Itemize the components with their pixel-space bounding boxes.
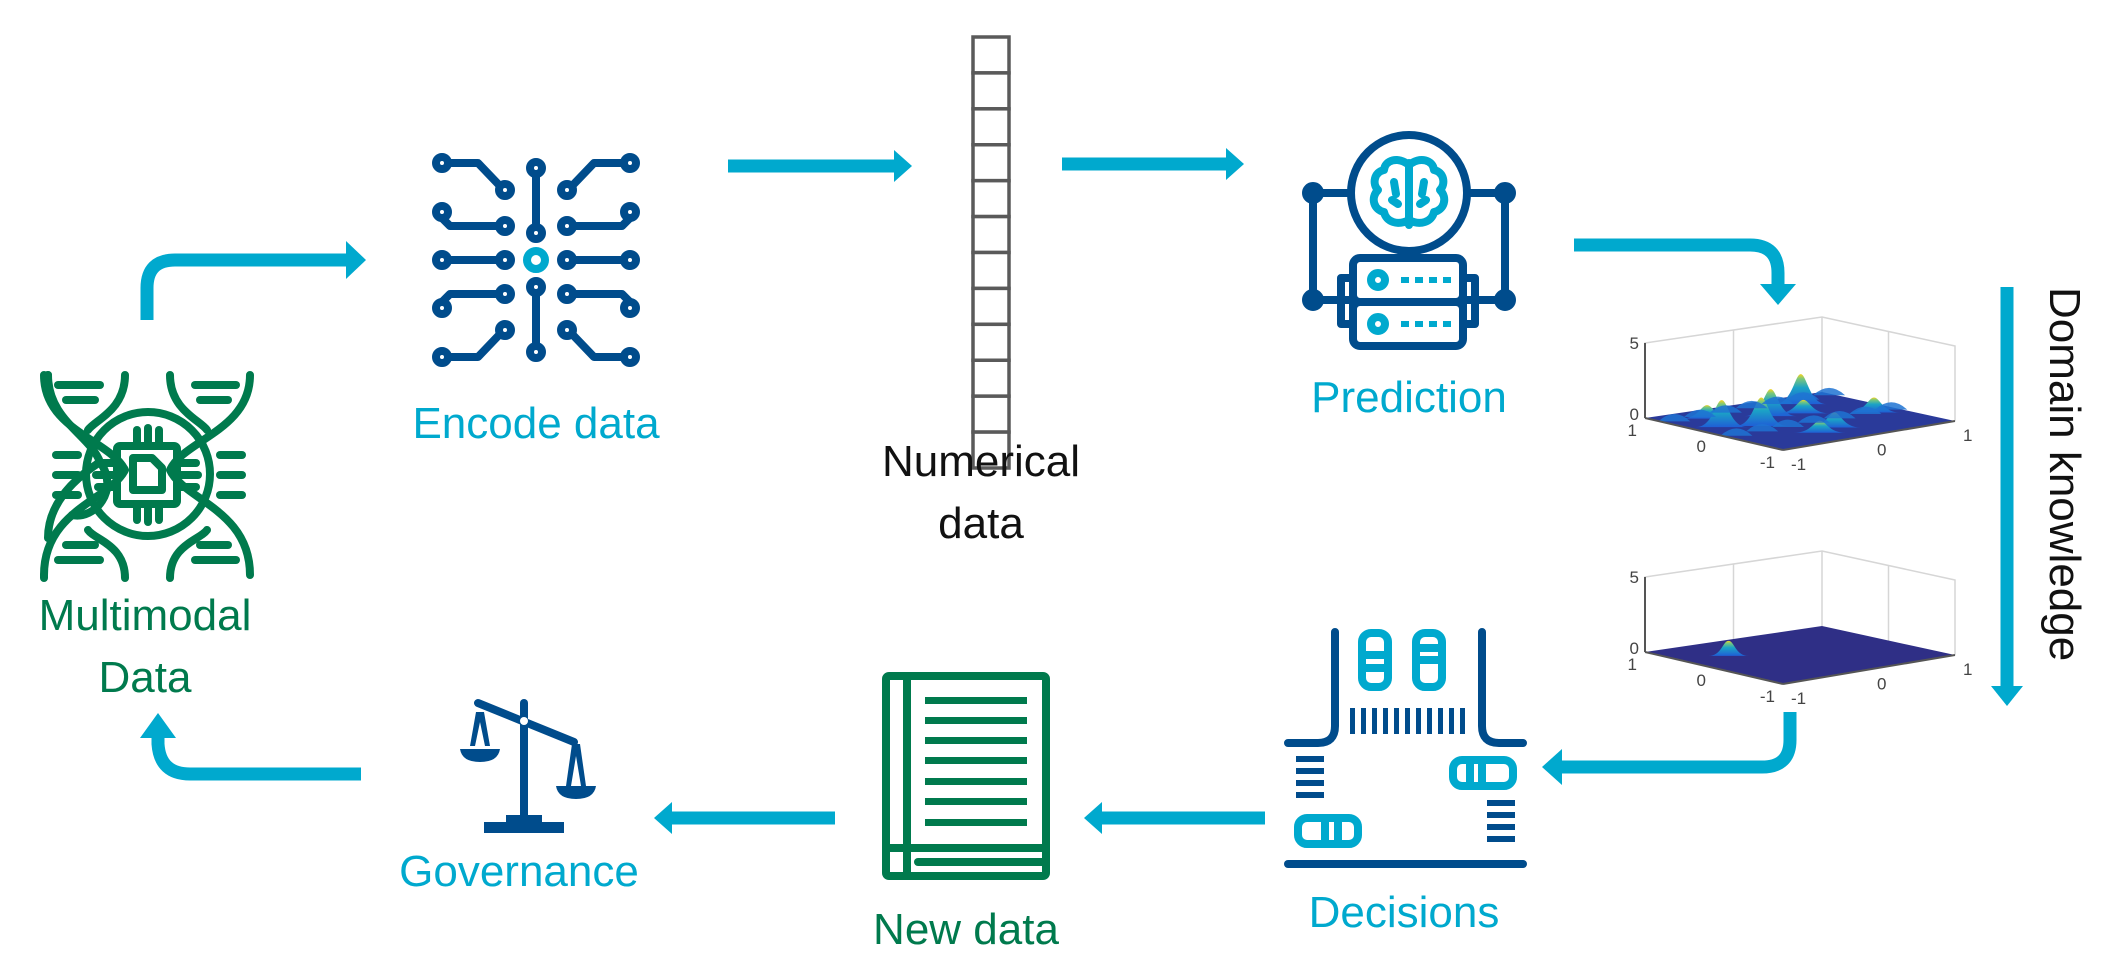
vector-cell — [971, 250, 1011, 291]
domain-knowledge-label: Domain knowledge — [2040, 287, 2089, 661]
y-tick-label: -1 — [1760, 687, 1775, 706]
surface-peak — [1695, 400, 1748, 428]
x-tick-label: 1 — [1963, 426, 1972, 445]
vector-cell — [971, 143, 1011, 183]
vector-cell — [971, 214, 1011, 255]
brain-server-icon — [1302, 131, 1516, 350]
x-tick-label: 0 — [1877, 675, 1886, 694]
x-tick-label: -1 — [1791, 689, 1806, 708]
vector-cell — [971, 286, 1011, 327]
surface-ripple — [1849, 406, 1882, 414]
scales-icon — [460, 699, 596, 833]
multimodal-label-line1: Multimodal — [39, 591, 252, 640]
surface-peak — [1793, 420, 1846, 433]
y-tick-label: -1 — [1760, 453, 1775, 472]
surface-floor — [1645, 626, 1955, 684]
vector-cell — [971, 322, 1011, 363]
vector-cell — [971, 178, 1011, 219]
surface-ripple — [1735, 400, 1768, 409]
surface-ripple — [1823, 410, 1856, 419]
y-tick-label: 0 — [1697, 437, 1706, 456]
x-tick-label: 0 — [1877, 441, 1886, 460]
surface-peak — [1708, 640, 1749, 656]
numerical-label-line2: data — [938, 499, 1024, 548]
arrow-decisions-to-newdata — [1084, 802, 1265, 834]
multimodal-label-line2: Data — [99, 653, 192, 702]
surface-ripple — [1797, 415, 1830, 423]
new-data-label: New data — [873, 905, 1059, 954]
arrow-prediction-to-plot — [1574, 238, 1796, 305]
surface-ripple — [1684, 409, 1717, 417]
numerical-label-line1: Numerical — [882, 437, 1080, 486]
arrow-newdata-to-governance — [654, 802, 835, 834]
y-axis — [1644, 651, 1784, 685]
arrow-governance-to-multimodal — [140, 713, 361, 781]
y-axis — [1644, 417, 1784, 451]
encode-label: Encode data — [412, 399, 660, 448]
z-tick-label: 5 — [1630, 334, 1639, 353]
z-tick-label: 5 — [1630, 568, 1639, 587]
vector-cell — [971, 71, 1011, 111]
surface-peak — [1777, 399, 1830, 414]
vector-cell — [971, 358, 1011, 398]
vector-cell — [971, 394, 1011, 434]
arrow-encode-to-numerical — [728, 150, 912, 182]
surface-ripple — [1709, 405, 1742, 413]
surface-ripple — [1875, 402, 1908, 410]
surface-ripple — [1761, 396, 1794, 404]
x-tick-label: 1 — [1963, 660, 1972, 679]
x-axis — [1782, 420, 1956, 451]
dna-chip-icon — [40, 371, 254, 582]
vector-cell — [971, 35, 1011, 75]
y-tick-label: 1 — [1628, 655, 1637, 674]
decisions-label: Decisions — [1309, 888, 1500, 937]
z-tick-label: 0 — [1630, 405, 1639, 424]
surface-peak — [1735, 397, 1788, 427]
arrow-numerical-to-prediction — [1062, 148, 1244, 180]
y-tick-label: 0 — [1697, 671, 1706, 690]
arrow-domain-knowledge — [1991, 287, 2023, 706]
intersection-icon — [1284, 628, 1527, 868]
arrow-multimodal-to-encode — [140, 241, 366, 320]
surface-ripple — [1720, 428, 1753, 436]
prediction-label: Prediction — [1311, 373, 1507, 422]
z-tick-label: 0 — [1630, 639, 1639, 658]
surface-ripple — [1658, 413, 1691, 422]
x-tick-label: -1 — [1791, 455, 1806, 474]
surface-ripple — [1746, 424, 1779, 432]
x-axis — [1782, 654, 1956, 685]
arrow-plot-to-decisions — [1542, 712, 1797, 785]
y-tick-label: 1 — [1628, 421, 1637, 440]
vector-column-icon — [971, 35, 1011, 470]
vector-cell — [971, 430, 1011, 470]
governance-label: Governance — [399, 847, 639, 896]
circuit-icon — [432, 153, 640, 367]
document-icon — [882, 672, 1050, 880]
surface-ripple — [1772, 419, 1804, 428]
surface-ripple — [1813, 387, 1846, 396]
surface-ripple — [1787, 392, 1820, 400]
vector-cell — [971, 107, 1011, 147]
